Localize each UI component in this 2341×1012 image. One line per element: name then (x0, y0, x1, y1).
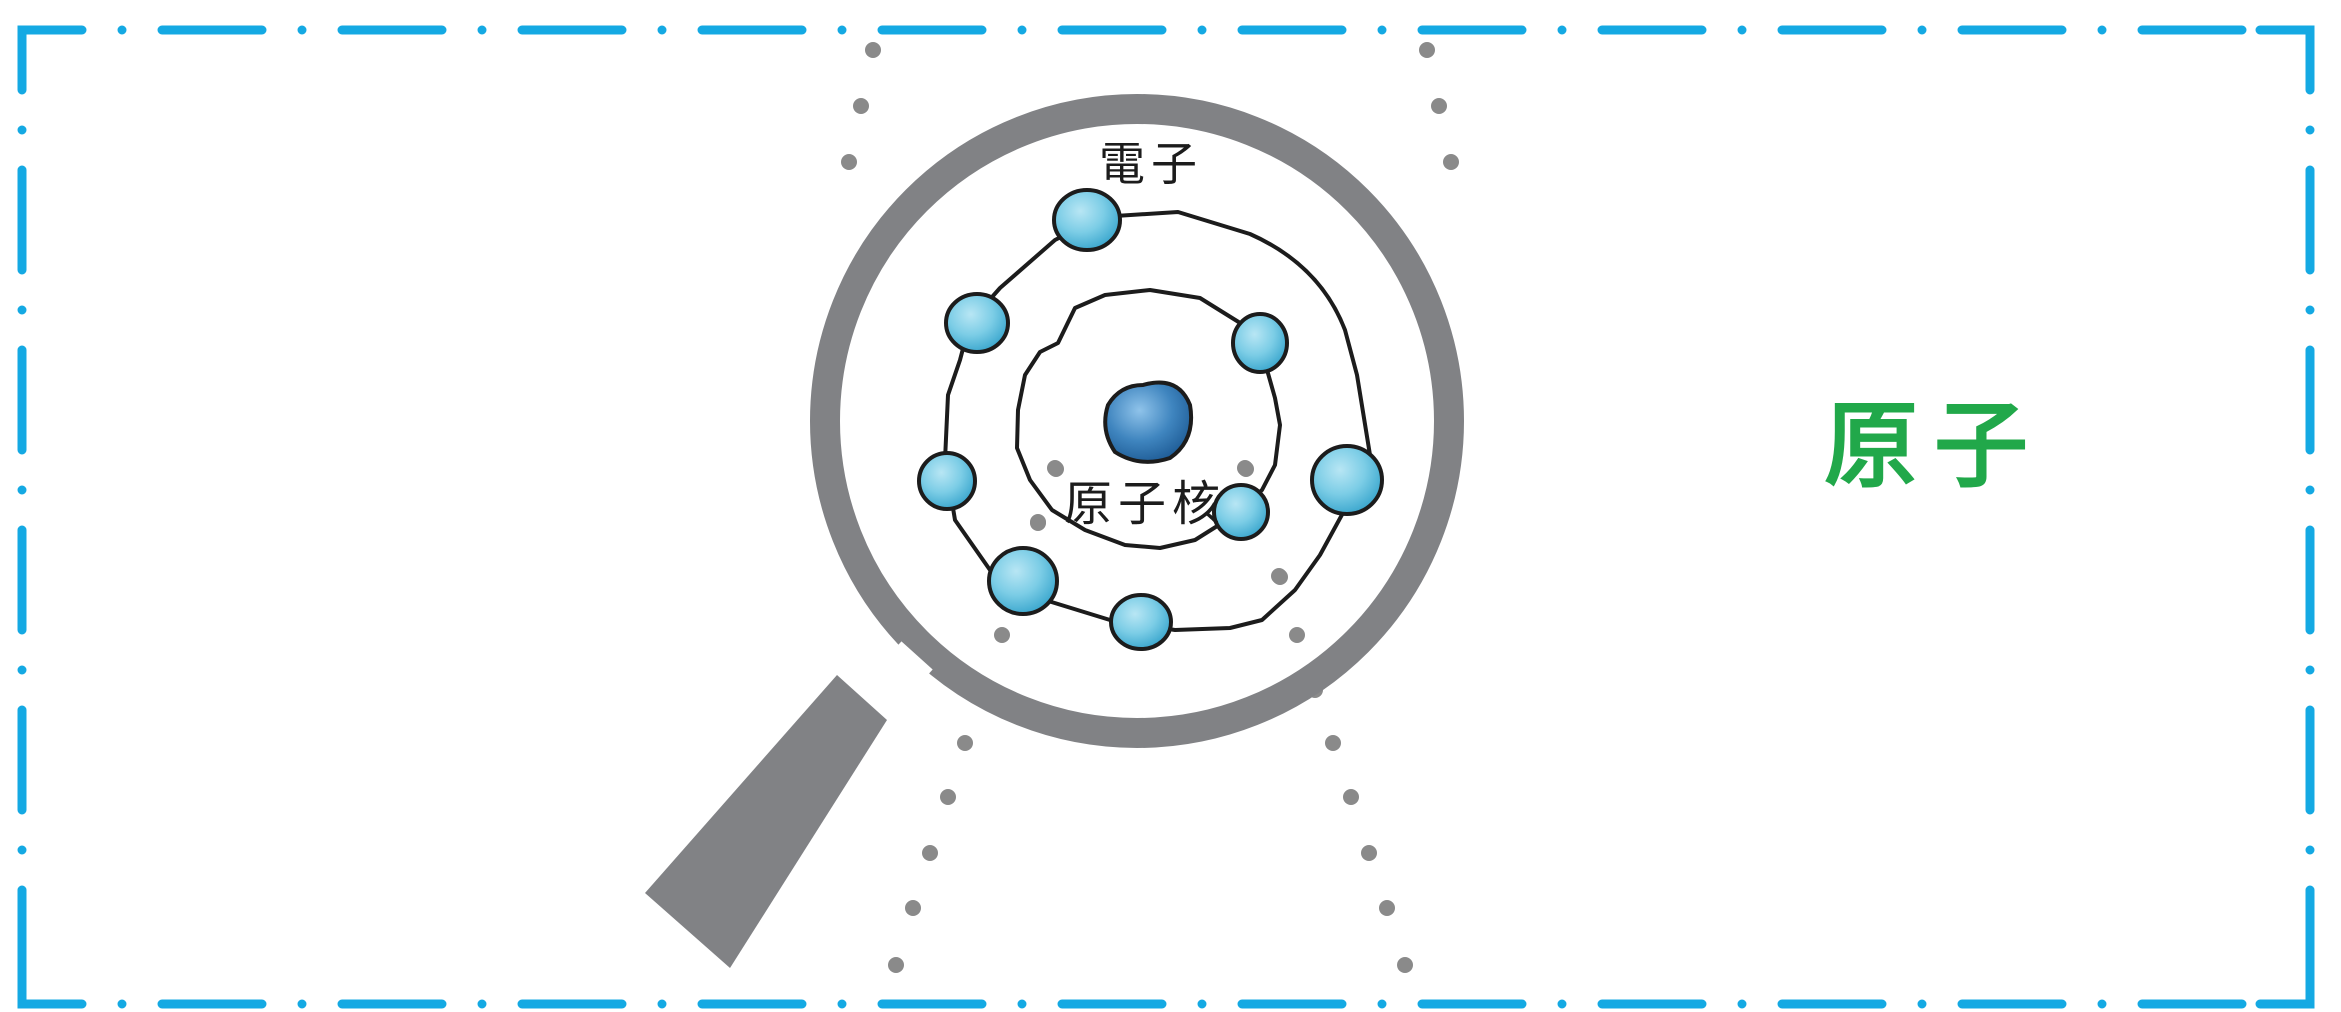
electron-particle (944, 292, 1010, 354)
electron-particle (1052, 188, 1122, 252)
nucleus-particle (1103, 380, 1193, 464)
electron-particle (1109, 593, 1173, 651)
dash-dot-frame (17, 25, 2315, 1009)
inner-guide-dots (1030, 460, 1288, 585)
electrons (917, 188, 1384, 651)
electron-label: 電子 (1099, 137, 1203, 191)
electron-particle (1212, 483, 1270, 541)
electron-particle (917, 451, 977, 511)
magnifying-glass-icon (645, 94, 1464, 968)
electron-particle (1310, 444, 1384, 516)
electron-particle (1231, 312, 1289, 374)
nucleus-label: 原子核 (1064, 476, 1226, 532)
electron-particle (987, 546, 1059, 616)
outer-orbit (943, 210, 1372, 632)
diagram-title: 原子 (1824, 392, 2044, 501)
